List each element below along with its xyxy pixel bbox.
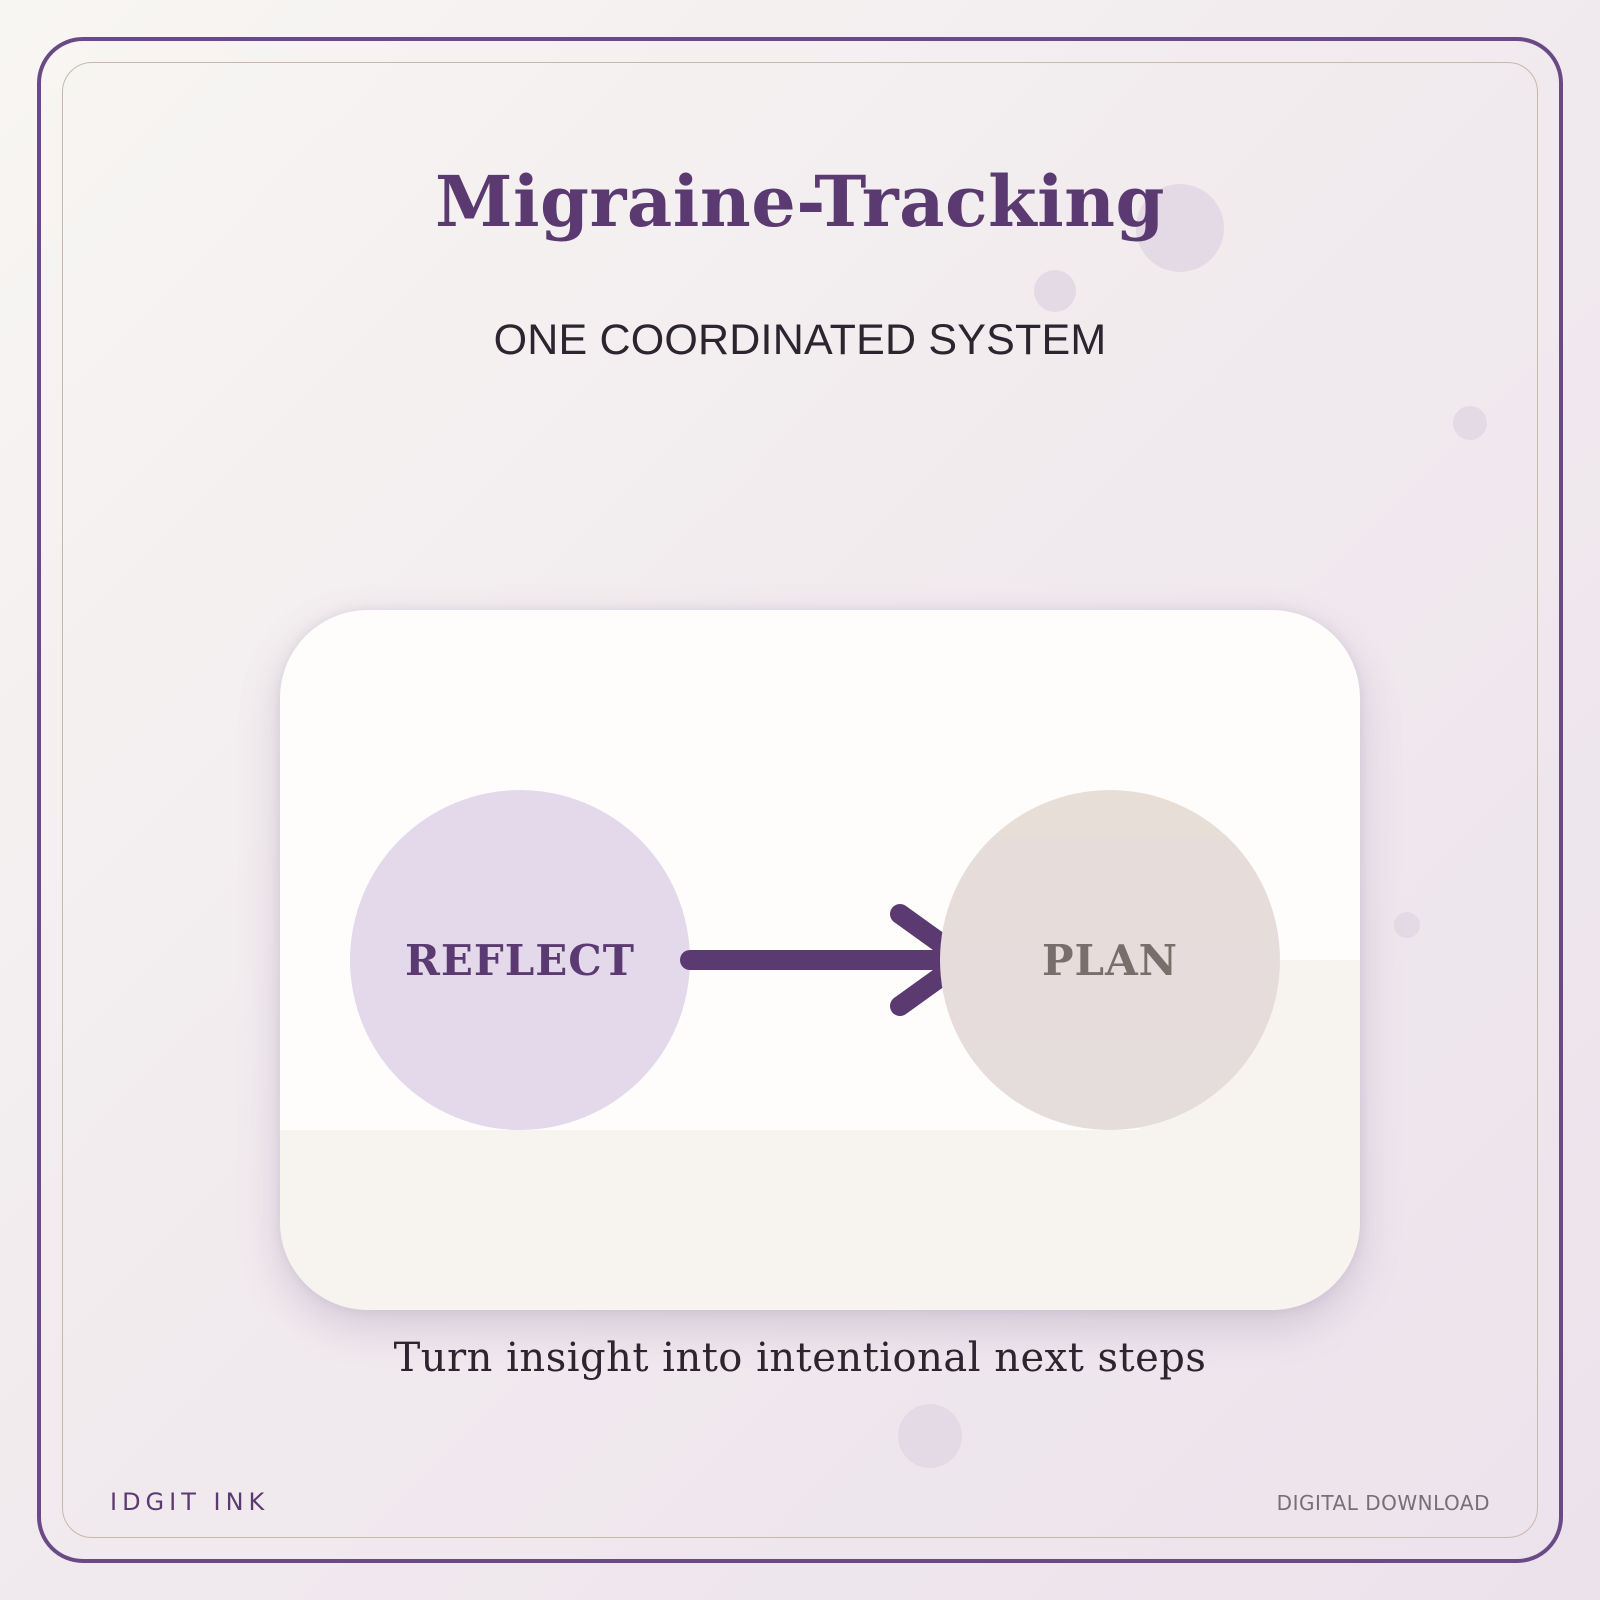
- flow-caption: Turn insight into intentional next steps: [393, 1335, 1207, 1381]
- brand-label: IDGIT INK: [110, 1488, 270, 1516]
- plan-label: PLAN: [1041, 935, 1179, 985]
- arrow-right-icon: [680, 904, 974, 1016]
- reflect-circle: REFLECT: [350, 790, 690, 1130]
- reflect-label: REFLECT: [405, 935, 635, 985]
- decorative-dot: [1453, 406, 1487, 440]
- decorative-dot: [1136, 184, 1224, 272]
- decorative-dot: [1034, 270, 1076, 312]
- card-bottom-band: [280, 1130, 1360, 1310]
- outer-frame: [37, 37, 1563, 1563]
- page-title: Migraine-Tracking: [434, 160, 1166, 243]
- inner-frame: [62, 62, 1538, 1538]
- plan-circle: PLAN: [940, 790, 1280, 1130]
- digital-download-label: DIGITAL DOWNLOAD: [1276, 1491, 1490, 1515]
- decorative-dot: [1394, 912, 1420, 938]
- decorative-dot: [898, 1404, 962, 1468]
- page-subtitle: ONE COORDINATED SYSTEM: [493, 316, 1107, 364]
